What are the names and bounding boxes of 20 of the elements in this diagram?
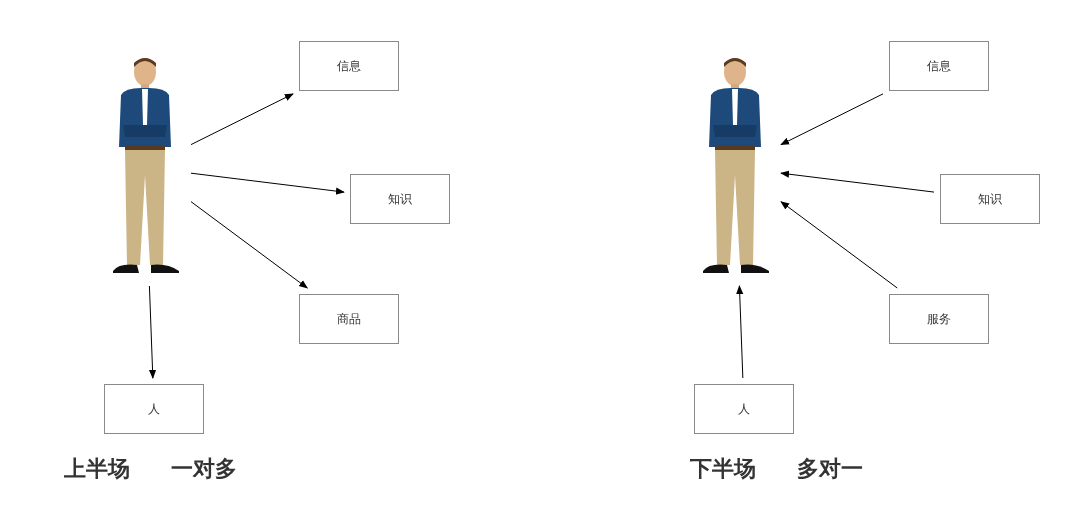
arrow — [780, 93, 884, 146]
section-heading: 上半场 — [64, 455, 130, 483]
text-box: 信息 — [299, 41, 399, 91]
arrow — [190, 93, 294, 146]
arrow — [780, 170, 935, 193]
arrow — [780, 201, 898, 289]
section-heading: 一对多 — [171, 455, 237, 483]
section-heading: 下半场 — [690, 455, 756, 483]
text-box: 人 — [694, 384, 794, 434]
section-heading: 多对一 — [797, 455, 863, 483]
arrow — [736, 285, 744, 379]
text-box: 服务 — [889, 294, 989, 344]
text-box: 商品 — [299, 294, 399, 344]
text-box: 信息 — [889, 41, 989, 91]
text-box: 知识 — [940, 174, 1040, 224]
arrow — [190, 172, 345, 195]
text-box: 知识 — [350, 174, 450, 224]
text-box: 人 — [104, 384, 204, 434]
arrow — [148, 285, 157, 379]
arrow — [190, 201, 308, 289]
